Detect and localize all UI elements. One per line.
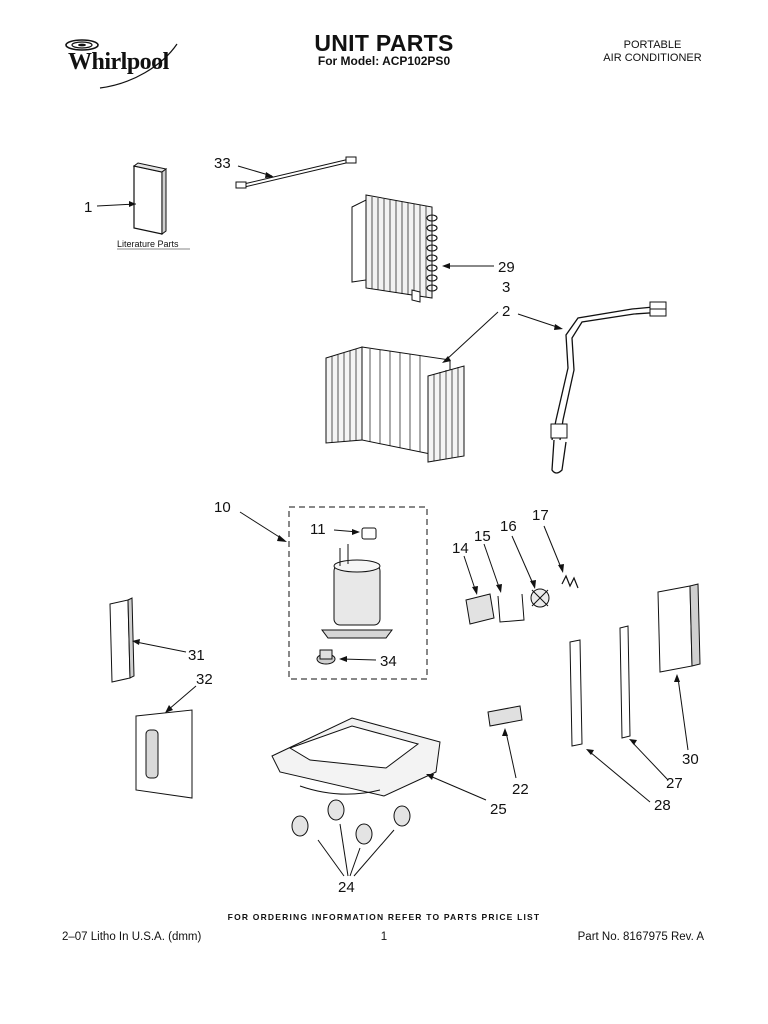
product-line-1: PORTABLE	[623, 39, 682, 51]
callout-34: 34	[380, 653, 397, 670]
base-pan-part	[271, 717, 487, 801]
callout-28: 28	[654, 797, 671, 814]
callout-33: 33	[214, 155, 231, 172]
caster-wheels-part	[291, 799, 411, 877]
switch-part	[487, 705, 523, 779]
page-title: UNIT PARTS	[314, 30, 454, 56]
callout-15: 15	[474, 528, 491, 545]
callout-32: 32	[196, 671, 213, 688]
callout-24: 24	[338, 879, 355, 896]
part-number: Part No. 8167975 Rev. A	[577, 931, 704, 943]
side-bracket-part	[109, 597, 187, 683]
callout-1: 1	[84, 199, 92, 216]
callout-27: 27	[666, 775, 683, 792]
callout-14: 14	[452, 540, 469, 557]
corner-bracket-part	[657, 583, 701, 751]
access-panel-part	[135, 685, 197, 799]
callout-10: 10	[214, 499, 231, 516]
callout-22: 22	[512, 781, 529, 798]
litho-note: 2–07 Litho In U.S.A. (dmm)	[62, 931, 202, 943]
product-line-2: AIR CONDITIONER	[603, 52, 702, 64]
drain-tube-part	[235, 156, 357, 189]
vertical-rail-parts	[569, 625, 669, 803]
whirlpool-logo: Whirlpool	[62, 36, 182, 92]
literature-booklet-part	[96, 162, 168, 235]
callout-29: 29	[498, 259, 515, 276]
callout-16: 16	[500, 518, 517, 535]
ordering-note: FOR ORDERING INFORMATION REFER TO PARTS …	[227, 912, 541, 922]
whirlpool-swirl-icon	[65, 39, 178, 89]
sensor-harness-part	[517, 301, 667, 474]
model-subtitle: For Model: ACP102PS0	[317, 54, 451, 68]
callout-31: 31	[188, 647, 205, 664]
literature-parts-label: Literature Parts	[117, 239, 179, 249]
page-number: 1	[380, 931, 388, 943]
compressor-assembly-part	[239, 506, 428, 680]
callout-30: 30	[682, 751, 699, 768]
callout-11: 11	[310, 521, 326, 538]
fan-motor-parts	[463, 525, 579, 625]
evaporator-coil-part	[325, 311, 499, 463]
product-type: PORTABLE AIR CONDITIONER	[560, 39, 745, 65]
callout-3: 3	[502, 279, 510, 296]
callout-25: 25	[490, 801, 507, 818]
callout-17: 17	[532, 507, 549, 524]
condenser-coil-part	[351, 194, 494, 303]
brand-wordmark: Whirlpool	[68, 49, 169, 75]
callout-2: 2	[502, 303, 510, 320]
